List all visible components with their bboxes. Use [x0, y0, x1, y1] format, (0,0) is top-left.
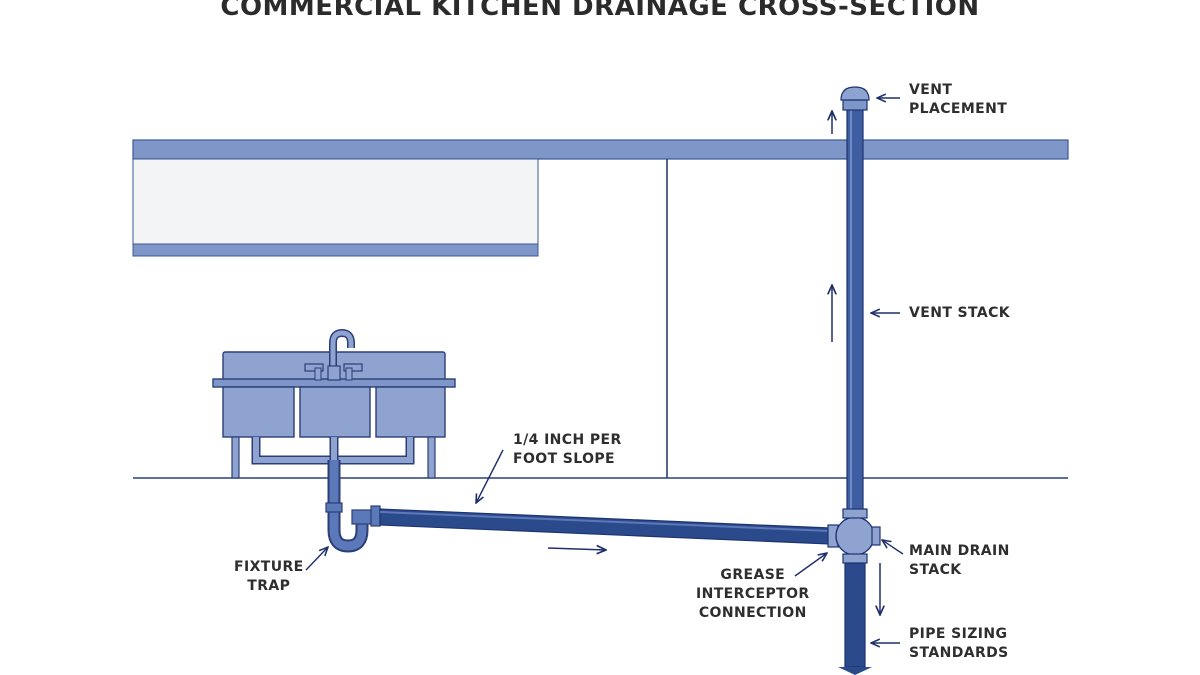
label-vent-stack: VENT STACK: [909, 305, 1011, 321]
leader-arrow-icon: [794, 553, 827, 577]
diagram-title: COMMERCIAL KITCHEN DRAINAGE CROSS-SECTIO…: [220, 0, 980, 22]
leader-arrow-icon: [305, 547, 328, 571]
vent-cap-icon: [840, 86, 870, 111]
leader-arrow-icon: [476, 449, 504, 503]
label-pipe-sizing: PIPE SIZING STANDARDS: [909, 626, 1009, 661]
label-vent-placement: VENT PLACEMENT: [909, 82, 1008, 117]
main-drain-stack-pipe: [838, 556, 872, 675]
three-compartment-sink: [212, 351, 456, 479]
grease-interceptor-fitting: [827, 508, 881, 564]
label-main-drain-stack: MAIN DRAIN STACK: [909, 543, 1010, 578]
vent-stack-pipe: [846, 106, 864, 518]
label-slope: 1/4 INCH PER FOOT SLOPE: [513, 432, 622, 467]
sloped-drain-pipe: [379, 508, 831, 545]
flow-arrow-icon: [547, 548, 606, 550]
soffit-panel: [132, 158, 539, 245]
fixture-trap-pipe: [325, 460, 381, 553]
faucet-icon: [304, 328, 363, 381]
ceiling-slab: [132, 139, 1069, 160]
label-fixture-trap: FIXTURE TRAP: [234, 559, 304, 594]
label-grease-interceptor: GREASE INTERCEPTOR CONNECTION: [696, 567, 810, 621]
leader-arrow-icon: [882, 540, 904, 555]
soffit-base: [132, 243, 539, 257]
